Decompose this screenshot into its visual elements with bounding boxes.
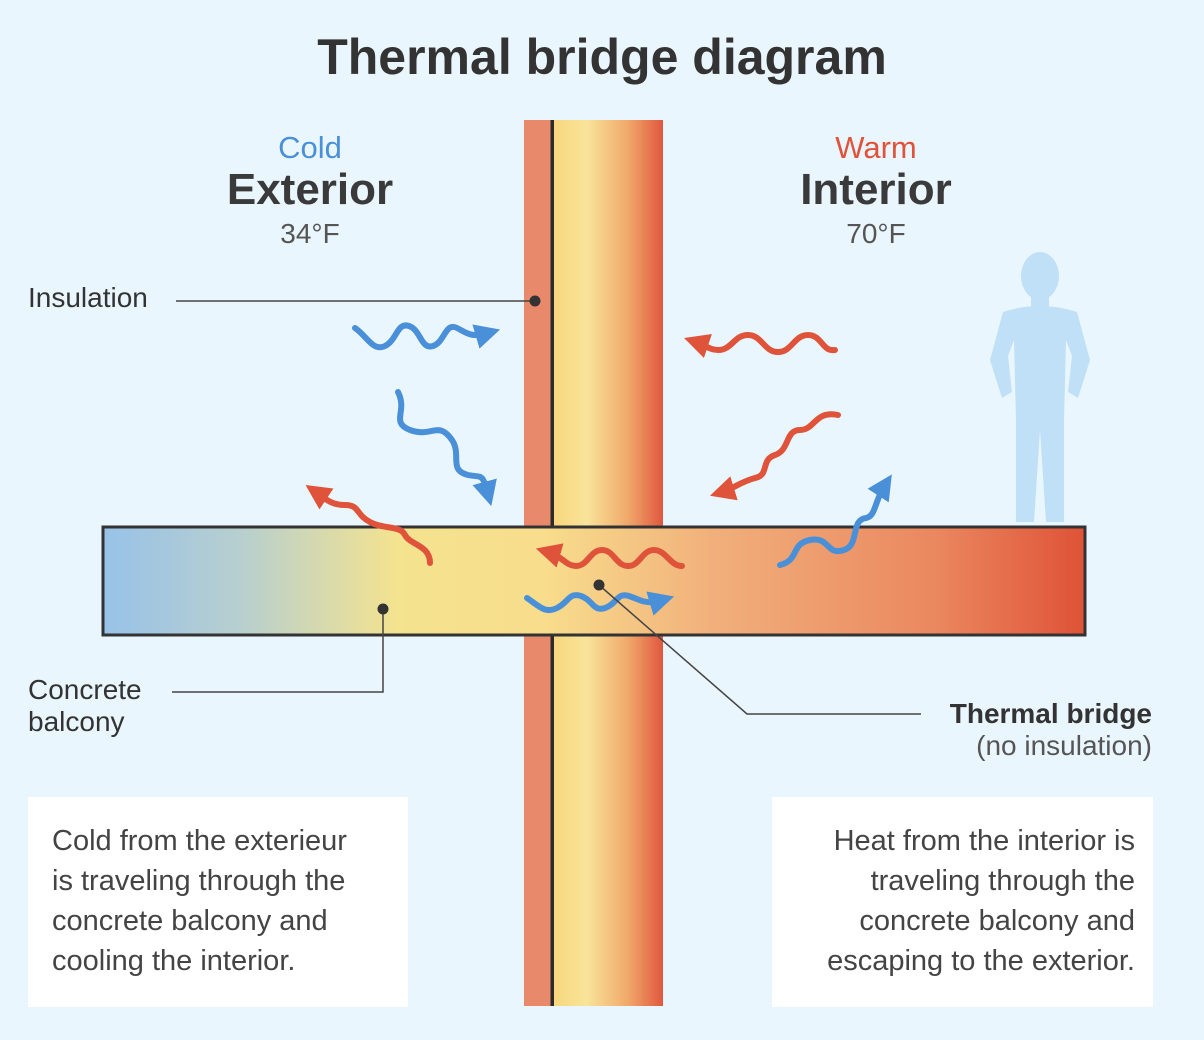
thermal-bridge-note: (no insulation) xyxy=(976,730,1152,761)
exterior-temperature: 34°F xyxy=(280,218,340,249)
heat-wave-arrow-icon xyxy=(535,543,685,570)
person-silhouette-icon xyxy=(990,252,1090,522)
note-line: concrete balcony and xyxy=(52,905,328,937)
interior-heading: Warm Interior 70°F xyxy=(746,130,1006,254)
concrete-balcony-label: Concrete balcony xyxy=(28,674,142,738)
heat-wave-arrow-icon xyxy=(684,331,838,358)
heat-explanation-note: Heat from the interior is traveling thro… xyxy=(772,797,1153,1007)
interior-condition: Warm xyxy=(835,130,917,165)
note-line: is traveling through the xyxy=(52,865,346,897)
thermal-bridge-leader-line xyxy=(593,579,921,715)
note-line: escaping to the exterior. xyxy=(827,945,1135,977)
cold-explanation-note: Cold from the exterieur is traveling thr… xyxy=(28,797,408,1007)
interior-name: Interior xyxy=(800,165,952,214)
insulation-label: Insulation xyxy=(28,282,148,313)
exterior-condition: Cold xyxy=(278,130,342,165)
note-line: concrete balcony and xyxy=(859,905,1135,937)
exterior-name: Exterior xyxy=(226,165,394,214)
page-title: Thermal bridge diagram xyxy=(317,29,887,85)
concrete-leader-line xyxy=(172,603,389,693)
insulation-leader-line xyxy=(176,295,541,307)
thermal-bridge-label: Thermal bridge (no insulation) xyxy=(950,698,1152,762)
concrete-label-line1: Concrete xyxy=(28,674,142,705)
thermal-bridge-title: Thermal bridge xyxy=(949,698,1152,729)
interior-temperature: 70°F xyxy=(846,218,906,249)
note-line: Cold from the exterieur xyxy=(52,825,347,857)
cold-wave-arrow-icon xyxy=(395,389,497,507)
cold-wave-arrow-icon xyxy=(777,474,892,568)
heat-wave-arrow-icon xyxy=(709,411,841,501)
note-line: traveling through the xyxy=(870,865,1135,897)
exterior-heading: Cold Exterior 34°F xyxy=(180,130,440,254)
heat-wave-arrow-icon xyxy=(305,485,433,566)
cold-wave-arrow-icon xyxy=(524,591,675,616)
note-line: cooling the interior. xyxy=(52,945,296,977)
concrete-label-line2: balcony xyxy=(28,706,125,737)
concrete-balcony-slab xyxy=(101,525,1087,637)
note-line: Heat from the interior is xyxy=(833,825,1135,857)
cold-wave-arrow-icon xyxy=(352,322,501,351)
